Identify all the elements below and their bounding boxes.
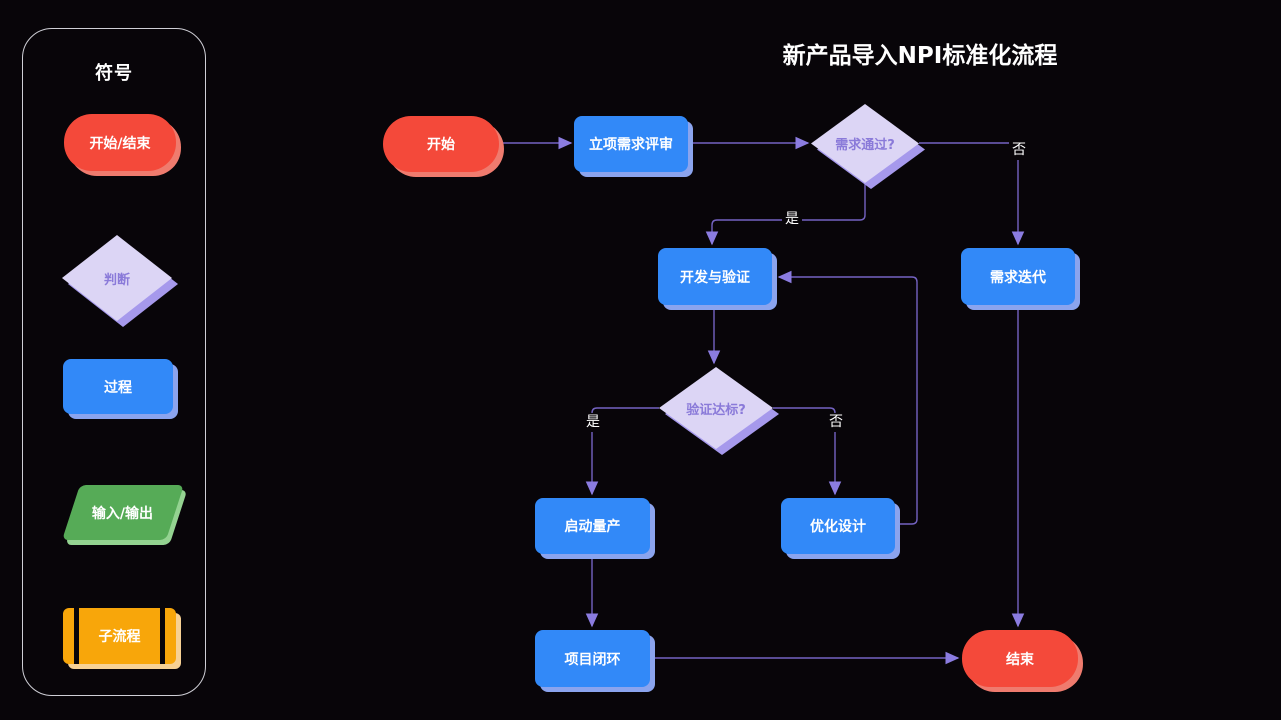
node-review-label: 立项需求评审 (589, 137, 673, 153)
edge-optimize-develop (777, 270, 918, 525)
edge-label-no-2: 否 (826, 413, 846, 432)
edge-label-no-1: 否 (1009, 141, 1029, 160)
legend-decision-shape[interactable]: 判断 (62, 235, 178, 327)
node-closure[interactable]: 项目闭环 (535, 630, 650, 687)
node-review[interactable]: 立项需求评审 (574, 116, 688, 172)
legend-terminator-shape[interactable]: 开始/结束 (64, 114, 176, 171)
legend-process-shape[interactable]: 过程 (63, 359, 173, 414)
node-develop[interactable]: 开发与验证 (658, 248, 772, 305)
node-optimize[interactable]: 优化设计 (781, 498, 895, 554)
node-pass-check[interactable]: 需求通过? (811, 104, 925, 189)
legend-decision-label: 判断 (103, 272, 130, 288)
edge-passcheck-iterate (919, 142, 1025, 246)
node-develop-label: 开发与验证 (680, 269, 750, 286)
legend-process-label: 过程 (104, 379, 132, 396)
legend-panel: 符号 开始/结束 判断 过程 输入/输出 子流程 (22, 28, 206, 696)
node-iterate-label: 需求迭代 (990, 269, 1046, 286)
subprocess-right-bar (160, 608, 165, 664)
node-closure-label: 项目闭环 (564, 651, 621, 668)
node-start-label: 开始 (427, 137, 455, 153)
edge-verifycheck-production (585, 407, 659, 496)
legend-subprocess-shape[interactable]: 子流程 (63, 608, 176, 664)
node-production-label: 启动量产 (564, 519, 621, 535)
node-start[interactable]: 开始 (383, 116, 499, 172)
node-production[interactable]: 启动量产 (535, 498, 650, 554)
node-end-label: 结束 (1006, 651, 1034, 668)
node-end[interactable]: 结束 (962, 630, 1078, 687)
node-pass-check-label: 需求通过? (835, 138, 895, 153)
node-verify-check-label: 验证达标? (686, 402, 746, 418)
edge-label-yes-2: 是 (583, 413, 603, 432)
legend-terminator-label: 开始/结束 (89, 135, 151, 152)
subprocess-left-bar (74, 608, 79, 664)
edge-label-yes-1: 是 (782, 210, 802, 229)
legend-subprocess-label: 子流程 (98, 629, 141, 645)
legend-title: 符号 (95, 63, 133, 84)
node-verify-check[interactable]: 验证达标? (659, 367, 779, 455)
node-iterate[interactable]: 需求迭代 (961, 248, 1075, 305)
chart-title: 新产品导入NPI标准化流程 (782, 43, 1058, 69)
node-optimize-label: 优化设计 (810, 519, 866, 535)
edge-verifycheck-optimize (773, 407, 842, 496)
